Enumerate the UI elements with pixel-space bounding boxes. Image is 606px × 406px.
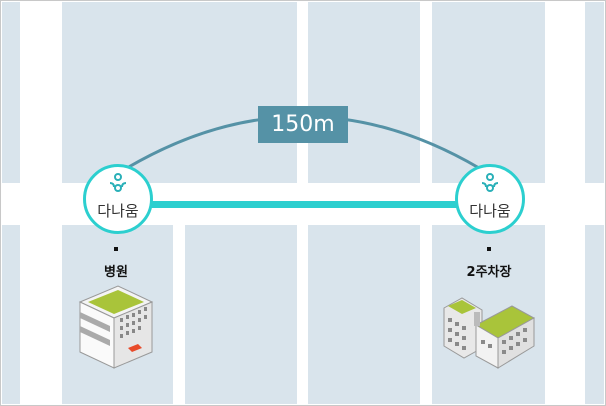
connector-line <box>145 201 465 208</box>
danaum-logo-icon <box>481 173 499 192</box>
danaum-logo-icon <box>109 173 127 192</box>
place-label-hospital: 병원 <box>104 265 128 280</box>
distance-label: 150m <box>258 106 348 143</box>
parking-building-icon <box>443 297 536 369</box>
node-name: 다나움 <box>97 202 139 220</box>
hospital-building-icon <box>78 285 154 369</box>
place-label-parking: 2주차장 <box>466 265 512 280</box>
node-name: 다나움 <box>469 202 511 220</box>
danaum-node-left: 다나움 <box>83 164 153 234</box>
danaum-node-right: 다나움 <box>455 164 525 234</box>
